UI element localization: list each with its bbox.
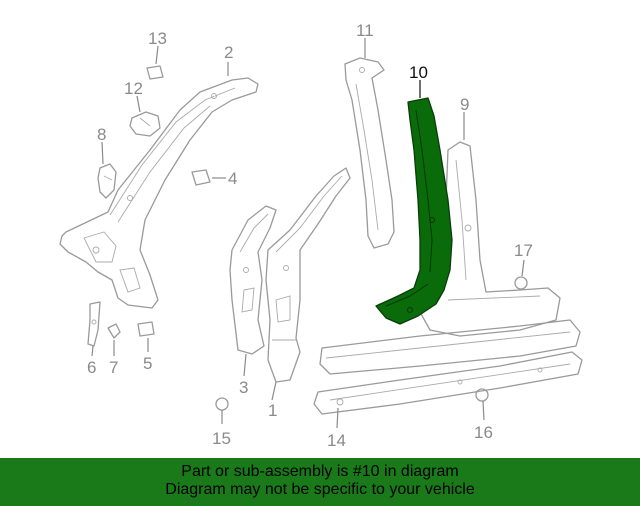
part-3-inner-pillar[interactable] (229, 205, 277, 355)
callout-10[interactable]: 10 (409, 63, 428, 82)
leader-lines (91, 38, 525, 429)
callout-5[interactable]: 5 (143, 354, 152, 373)
callout-7[interactable]: 7 (109, 358, 118, 377)
part-15-plug[interactable] (215, 397, 229, 411)
callout-16[interactable]: 16 (474, 423, 493, 442)
vehicle-fit-banner: Part or sub-assembly is #10 in diagram D… (0, 458, 640, 506)
part-5-clip[interactable] (137, 321, 155, 337)
callout-2[interactable]: 2 (224, 43, 233, 62)
callout-1[interactable]: 1 (268, 401, 277, 420)
banner-line-2: Diagram may not be specific to your vehi… (165, 481, 475, 498)
part-13-clip[interactable] (146, 65, 164, 80)
callout-4[interactable]: 4 (228, 169, 237, 188)
callout-11[interactable]: 11 (356, 21, 374, 40)
part-11-pillar-reinforcement[interactable] (344, 57, 395, 249)
part-8-bracket[interactable] (97, 163, 117, 199)
callout-12[interactable]: 12 (124, 79, 143, 98)
callout-15[interactable]: 15 (212, 429, 231, 448)
callout-9[interactable]: 9 (460, 95, 469, 114)
part-6-bracket[interactable] (87, 301, 101, 347)
part-10-pillar-highlighted[interactable] (375, 97, 453, 325)
part-4-clip[interactable] (191, 169, 211, 186)
callout-3[interactable]: 3 (239, 378, 248, 397)
callout-6[interactable]: 6 (87, 358, 96, 377)
callout-labels: 13 2 12 8 4 11 10 9 17 6 7 5 3 1 15 14 1… (87, 21, 533, 450)
part-14-sill[interactable] (313, 351, 583, 415)
parts-diagram: 13 2 12 8 4 11 10 9 17 6 7 5 3 1 15 14 1… (59, 21, 583, 450)
part-16-plug[interactable] (475, 388, 489, 402)
callout-14[interactable]: 14 (327, 431, 346, 450)
part-17-grommet[interactable] (514, 276, 528, 290)
callout-8[interactable]: 8 (97, 125, 106, 144)
callout-17[interactable]: 17 (514, 241, 533, 260)
part-2-front-pillar[interactable] (59, 77, 259, 309)
part-7-clip[interactable] (107, 323, 121, 339)
banner-line-1: Part or sub-assembly is #10 in diagram (181, 463, 459, 480)
part-1-center-pillar[interactable] (265, 167, 351, 383)
rocker-panel[interactable] (319, 319, 581, 375)
callout-13[interactable]: 13 (148, 29, 167, 48)
part-12-bracket[interactable] (129, 111, 161, 137)
